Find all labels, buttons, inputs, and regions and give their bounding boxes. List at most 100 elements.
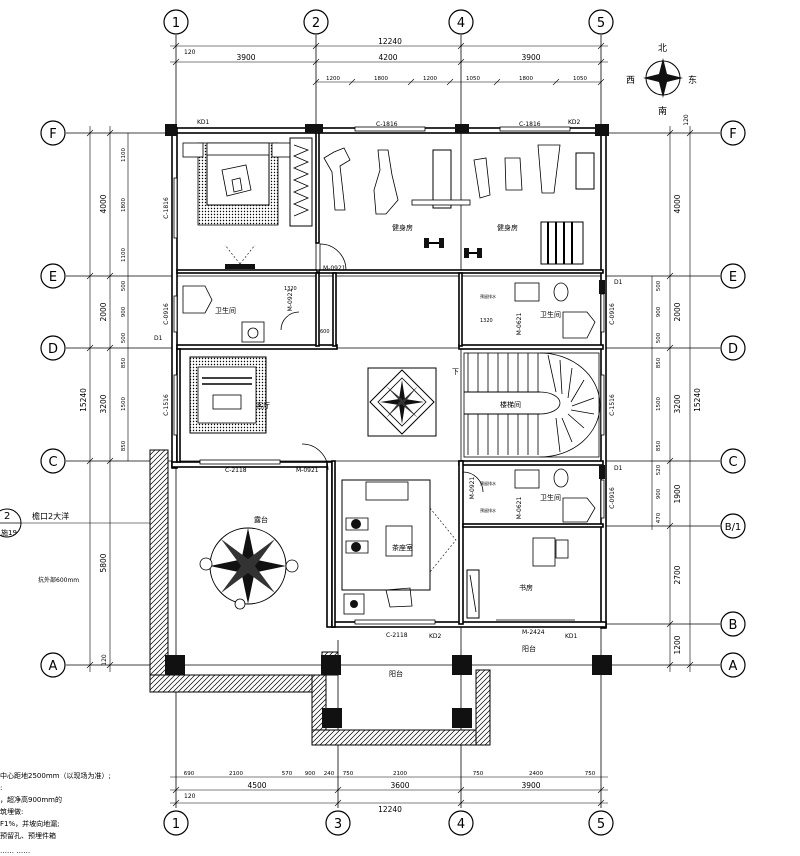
axis-right-b: B — [729, 618, 738, 633]
dim-left-d6: 500 — [121, 332, 127, 343]
axis-right-f: F — [729, 127, 736, 142]
room-tea: 茶座室 — [392, 543, 413, 552]
dim-right-d4: 850 — [656, 357, 662, 368]
dim-bot-d10: 750 — [585, 771, 596, 777]
label-m0921c: M-0921 — [287, 289, 294, 312]
axis-bot-4: 4 — [457, 817, 465, 832]
dim-right-d8: 900 — [656, 488, 662, 499]
axis-top-5: 5 — [597, 16, 605, 31]
label-m0921b: M-0921 — [296, 467, 319, 474]
dim-bot-d7: 2100 — [393, 771, 407, 777]
dim-right-1: 4000 — [673, 194, 682, 213]
dim-right-d2: 900 — [656, 306, 662, 317]
label-kd2b: KD2 — [429, 633, 442, 640]
dim-top-1: 3900 — [236, 53, 255, 62]
dim-top-edge: 120 — [184, 49, 196, 56]
label-c1516b: C-1516 — [609, 394, 616, 416]
dim-left-d5: 900 — [121, 306, 127, 317]
dim-bot-d1: 690 — [184, 771, 195, 777]
axis-top-2: 2 — [312, 16, 320, 31]
label-kd2a: KD2 — [568, 119, 581, 126]
design-notes: 中心距地2500mm（以现场为准）; : ，超净高900mm的 筑埋做: F1%… — [0, 771, 111, 855]
wardrobe-icon — [289, 137, 313, 227]
label-pipe-2: 预留排水 — [480, 507, 496, 513]
label-pipe-1: 预留排水 — [480, 293, 496, 299]
dim-bot-2: 3600 — [390, 781, 409, 790]
dim-top-d2: 1800 — [374, 76, 388, 82]
label-m0621a: M-0621 — [516, 313, 523, 336]
label-c2118b: C-2118 — [386, 632, 408, 639]
dim-right-d6: 850 — [656, 440, 662, 451]
note-7: …… …… — [0, 847, 30, 855]
dim-left-d1: 1100 — [121, 148, 127, 162]
room-study: 书房 — [519, 583, 533, 592]
compass-north: 北 — [658, 43, 667, 54]
label-pipe-3: 预留排水 — [480, 480, 496, 486]
axis-bot-1: 1 — [172, 817, 180, 832]
bed-icon — [182, 142, 293, 226]
axis-right-d: D — [728, 342, 738, 357]
label-m2424: M-2424 — [522, 629, 545, 636]
dim-right-d5: 1500 — [656, 397, 662, 411]
label-eave: 檐口2大洋 — [32, 511, 69, 521]
dim-bot-d6: 750 — [343, 771, 354, 777]
tea-table-icon — [341, 479, 457, 615]
floor-medallion-icon — [367, 367, 437, 437]
dim-top-d4: 1050 — [466, 76, 480, 82]
dim-left-3: 3200 — [99, 394, 108, 413]
label-m0921d: M-0921 — [469, 477, 476, 500]
room-hall: 客厅 — [256, 401, 270, 410]
tv-icon — [224, 244, 256, 269]
desk-icon — [466, 537, 569, 619]
axis-right-b1: B/1 — [725, 522, 742, 533]
staircase-icon — [463, 352, 601, 458]
axis-left-c: C — [48, 455, 57, 470]
room-balcony-2: 阳台 — [389, 669, 403, 678]
label-m0621b: M-0621 — [516, 497, 523, 520]
dim-top-d5: 1800 — [519, 76, 533, 82]
note-3: ，超净高900mm的 — [0, 795, 62, 804]
dim-inner-2: 1320 — [480, 318, 493, 324]
label-kd1a: KD1 — [197, 119, 210, 126]
axis-left-d: D — [48, 342, 58, 357]
label-kd1b: KD1 — [565, 633, 578, 640]
axis-right-e: E — [729, 270, 737, 285]
dim-bot-d9: 2400 — [529, 771, 543, 777]
dim-left-d9: 850 — [121, 440, 127, 451]
dim-top-total: 12240 — [378, 37, 402, 46]
dim-left-1: 4000 — [99, 194, 108, 213]
note-1: 中心距地2500mm（以现场为准）; — [0, 771, 111, 780]
label-c1816c: C-1816 — [519, 121, 541, 128]
columns — [165, 124, 612, 728]
room-bath-1: 卫生间 — [215, 306, 236, 315]
dim-inner-1: 1320 — [284, 286, 297, 292]
dim-bot-3: 3900 — [521, 781, 540, 790]
dim-right-2: 2000 — [673, 302, 682, 321]
dim-left-2: 2000 — [99, 302, 108, 321]
terrace-parapet — [149, 449, 491, 746]
toilet-icon — [182, 282, 596, 523]
dim-bot-d5: 240 — [324, 771, 335, 777]
label-c1816b: C-1816 — [376, 121, 398, 128]
dim-right-6: 1200 — [673, 635, 682, 654]
dim-right-d1: 500 — [656, 280, 662, 291]
axis-left-f: F — [49, 127, 56, 142]
dim-right-5: 2700 — [673, 565, 682, 584]
label-c2118a: C-2118 — [225, 467, 247, 474]
note-4: 筑埋做: — [0, 807, 23, 816]
detail-callout: 2 施19 — [0, 508, 150, 538]
dim-right-7: 120 — [683, 114, 690, 126]
dim-bot-1: 4500 — [247, 781, 266, 790]
room-balcony-1: 阳台 — [522, 644, 536, 653]
dim-left-total: 15240 — [79, 388, 88, 412]
dim-top-d3: 1200 — [423, 76, 437, 82]
sofa-set-icon — [189, 356, 267, 434]
dim-right-total: 15240 — [693, 388, 702, 412]
note-6: 预留孔、预埋件箱 — [0, 831, 56, 840]
label-c1516a: C-1516 — [163, 394, 170, 416]
dim-bot-d4: 900 — [305, 771, 316, 777]
dim-left-d3: 1100 — [121, 248, 127, 262]
label-c0916b: C-0916 — [609, 303, 616, 325]
dim-bot-d8: 750 — [473, 771, 484, 777]
dim-top-d6: 1050 — [573, 76, 587, 82]
